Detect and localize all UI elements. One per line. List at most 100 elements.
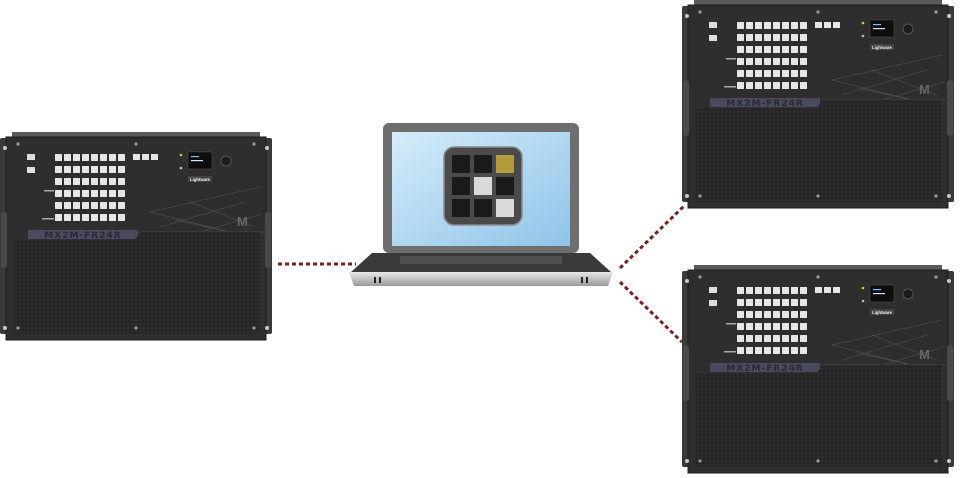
- crosspoint-button[interactable]: [64, 190, 71, 197]
- crosspoint-button[interactable]: [755, 22, 762, 29]
- laptop[interactable]: [349, 123, 613, 286]
- crosspoint-button[interactable]: [791, 70, 798, 77]
- crosspoint-button[interactable]: [782, 299, 789, 306]
- crosspoint-button[interactable]: [91, 202, 98, 209]
- crosspoint-button[interactable]: [82, 190, 89, 197]
- crosspoint-button[interactable]: [782, 335, 789, 342]
- crosspoint-button[interactable]: [82, 154, 89, 161]
- front-port[interactable]: [27, 167, 35, 173]
- crosspoint-button-grid[interactable]: [55, 154, 125, 221]
- crosspoint-button[interactable]: [746, 311, 753, 318]
- crosspoint-button[interactable]: [791, 323, 798, 330]
- crosspoint-button[interactable]: [800, 311, 807, 318]
- crosspoint-button[interactable]: [800, 299, 807, 306]
- crosspoint-button[interactable]: [755, 46, 762, 53]
- crosspoint-button[interactable]: [64, 178, 71, 185]
- crosspoint-button[interactable]: [100, 202, 107, 209]
- crosspoint-button[interactable]: [773, 34, 780, 41]
- crosspoint-button[interactable]: [109, 190, 116, 197]
- crosspoint-button[interactable]: [800, 46, 807, 53]
- crosspoint-button[interactable]: [118, 214, 125, 221]
- crosspoint-button[interactable]: [118, 166, 125, 173]
- crosspoint-button[interactable]: [782, 58, 789, 65]
- crosspoint-button[interactable]: [791, 34, 798, 41]
- crosspoint-button[interactable]: [782, 34, 789, 41]
- crosspoint-button[interactable]: [109, 166, 116, 173]
- crosspoint-button[interactable]: [746, 347, 753, 354]
- crosspoint-button[interactable]: [764, 46, 771, 53]
- crosspoint-button[interactable]: [737, 82, 744, 89]
- crosspoint-button[interactable]: [782, 347, 789, 354]
- crosspoint-button[interactable]: [764, 323, 771, 330]
- crosspoint-button[interactable]: [64, 202, 71, 209]
- crosspoint-button[interactable]: [82, 178, 89, 185]
- crosspoint-button[interactable]: [746, 34, 753, 41]
- crosspoint-button[interactable]: [800, 82, 807, 89]
- crosspoint-button[interactable]: [109, 214, 116, 221]
- function-button[interactable]: [824, 287, 831, 293]
- jog-knob[interactable]: [220, 155, 232, 167]
- crosspoint-button[interactable]: [791, 46, 798, 53]
- crosspoint-button[interactable]: [82, 166, 89, 173]
- crosspoint-button[interactable]: [773, 58, 780, 65]
- crosspoint-button[interactable]: [737, 347, 744, 354]
- crosspoint-button[interactable]: [773, 311, 780, 318]
- crosspoint-button[interactable]: [764, 335, 771, 342]
- crosspoint-button[interactable]: [755, 323, 762, 330]
- crosspoint-button[interactable]: [737, 287, 744, 294]
- crosspoint-button[interactable]: [764, 299, 771, 306]
- crosspoint-button[interactable]: [773, 287, 780, 294]
- crosspoint-button[interactable]: [91, 154, 98, 161]
- crosspoint-button[interactable]: [800, 34, 807, 41]
- controller-app-icon[interactable]: [443, 146, 523, 226]
- crosspoint-button[interactable]: [773, 347, 780, 354]
- crosspoint-button[interactable]: [100, 154, 107, 161]
- crosspoint-button[interactable]: [737, 323, 744, 330]
- crosspoint-button[interactable]: [100, 214, 107, 221]
- crosspoint-button[interactable]: [91, 166, 98, 173]
- function-button[interactable]: [133, 154, 140, 160]
- crosspoint-button[interactable]: [764, 58, 771, 65]
- crosspoint-button[interactable]: [782, 46, 789, 53]
- crosspoint-button[interactable]: [100, 166, 107, 173]
- crosspoint-button[interactable]: [64, 214, 71, 221]
- crosspoint-button[interactable]: [800, 323, 807, 330]
- crosspoint-button[interactable]: [746, 299, 753, 306]
- crosspoint-button[interactable]: [82, 202, 89, 209]
- crosspoint-button[interactable]: [782, 22, 789, 29]
- crosspoint-button[interactable]: [746, 46, 753, 53]
- crosspoint-button[interactable]: [746, 22, 753, 29]
- crosspoint-button[interactable]: [791, 22, 798, 29]
- crosspoint-button[interactable]: [755, 311, 762, 318]
- crosspoint-button[interactable]: [800, 335, 807, 342]
- crosspoint-button[interactable]: [746, 82, 753, 89]
- crosspoint-button[interactable]: [755, 58, 762, 65]
- crosspoint-button[interactable]: [737, 311, 744, 318]
- crosspoint-button[interactable]: [755, 287, 762, 294]
- function-button[interactable]: [815, 22, 822, 28]
- crosspoint-button[interactable]: [746, 58, 753, 65]
- crosspoint-button[interactable]: [764, 287, 771, 294]
- crosspoint-button[interactable]: [737, 34, 744, 41]
- front-port[interactable]: [709, 35, 717, 41]
- crosspoint-button[interactable]: [764, 70, 771, 77]
- crosspoint-button[interactable]: [773, 323, 780, 330]
- crosspoint-button[interactable]: [64, 154, 71, 161]
- crosspoint-button[interactable]: [764, 22, 771, 29]
- crosspoint-button[interactable]: [100, 190, 107, 197]
- crosspoint-button[interactable]: [91, 190, 98, 197]
- function-button[interactable]: [151, 154, 158, 160]
- crosspoint-button[interactable]: [73, 214, 80, 221]
- crosspoint-button[interactable]: [746, 335, 753, 342]
- crosspoint-button[interactable]: [773, 22, 780, 29]
- crosspoint-button[interactable]: [746, 323, 753, 330]
- crosspoint-button[interactable]: [773, 335, 780, 342]
- crosspoint-button[interactable]: [773, 82, 780, 89]
- function-button[interactable]: [815, 287, 822, 293]
- crosspoint-button[interactable]: [118, 154, 125, 161]
- crosspoint-button[interactable]: [73, 190, 80, 197]
- crosspoint-button[interactable]: [782, 287, 789, 294]
- crosspoint-button[interactable]: [746, 70, 753, 77]
